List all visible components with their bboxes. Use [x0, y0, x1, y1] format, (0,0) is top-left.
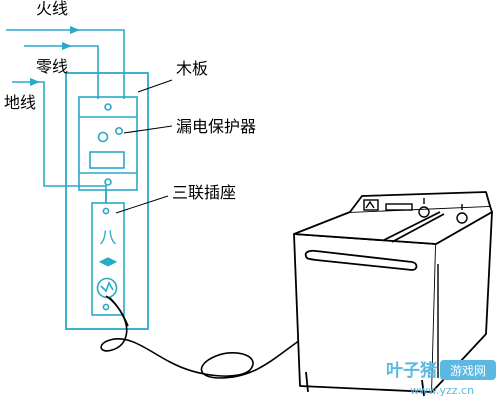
- neutral-wire-label: 零线: [36, 57, 68, 76]
- control-panel: [349, 191, 491, 213]
- protector-indicator: [115, 127, 124, 136]
- leakage-protector-label: 漏电保护器: [176, 117, 256, 136]
- control-button-mark: [365, 200, 375, 209]
- lid-divider: [383, 211, 441, 241]
- watermark-badge: 游戏网: [450, 364, 486, 378]
- socket-leader: [115, 195, 169, 214]
- machine-controls: [363, 198, 468, 378]
- protector-switch: [89, 151, 125, 169]
- protector-screw-top: [104, 103, 112, 111]
- neutral-wire-arrow: [62, 42, 72, 50]
- wood-board-label: 木板: [176, 59, 208, 78]
- ground-wire-label: 地线: [4, 93, 36, 112]
- watermark-name: 叶子猪: [386, 360, 437, 381]
- watermark-badge-bg: [440, 360, 496, 380]
- incoming-wires: [6, 26, 125, 203]
- plug-inserted-icon: [100, 281, 114, 293]
- control-display: [385, 203, 413, 211]
- triple-socket-body: [91, 202, 125, 316]
- fire-wire-label: 火线: [36, 0, 68, 18]
- watermark-url: www.yzz.cn: [410, 384, 474, 397]
- socket-screw-top: [102, 207, 110, 215]
- watermark: 叶子猪 游戏网 www.yzz.cn: [386, 360, 496, 397]
- protector-screw-bottom: [104, 178, 112, 186]
- power-cord: [100, 295, 301, 379]
- power-cord-inner: [109, 297, 129, 327]
- control-button-box: [363, 199, 379, 211]
- leakage-protector: [78, 96, 138, 191]
- washing-machine: [293, 191, 493, 397]
- wood-board-leader: [137, 79, 173, 93]
- triple-socket-label: 三联插座: [172, 183, 236, 202]
- control-knob-left: [418, 206, 430, 218]
- socket-screw-bottom: [102, 303, 110, 311]
- fire-wire-line: [6, 29, 125, 99]
- machine-foot-right: [421, 379, 425, 397]
- neutral-wire-line: [24, 45, 99, 99]
- socket-arrows-symbol: ◀▶: [99, 254, 118, 268]
- protector-leader: [123, 125, 173, 134]
- machine-foot-left: [305, 371, 309, 393]
- protector-test-button: [97, 131, 109, 143]
- triple-socket: [91, 190, 125, 316]
- wood-board: [65, 72, 149, 330]
- leakage-protector-body: [78, 96, 138, 191]
- socket-pin-symbol: 八: [100, 228, 117, 248]
- lid-divider-2: [391, 213, 445, 243]
- fire-wire-arrow: [70, 26, 80, 34]
- wood-board-outline: [65, 72, 149, 330]
- ground-wire-arrow: [30, 78, 40, 86]
- leader-lines: [115, 79, 173, 214]
- control-knob-right: [456, 212, 468, 224]
- front-handle: [304, 249, 418, 271]
